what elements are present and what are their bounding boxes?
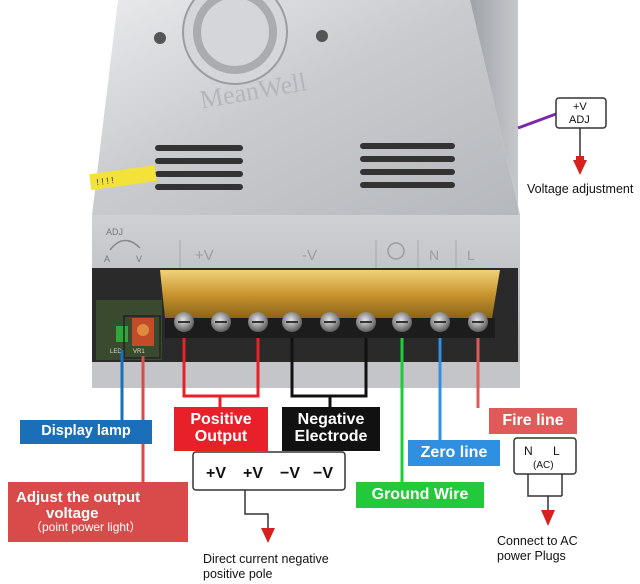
display-lamp-text: Display lamp: [41, 423, 131, 440]
dc-caption-line1: Direct current negative: [203, 552, 329, 566]
ac-diagram-box: [513, 437, 577, 475]
adj-diagram-box: [555, 97, 607, 129]
arrows: [244, 128, 587, 543]
adj-marking-a: A: [104, 254, 110, 264]
adj-marking-v: V: [136, 254, 142, 264]
front-label-pos: +V: [195, 247, 214, 264]
led: [116, 326, 128, 342]
front-label-neg: -V: [302, 247, 317, 264]
adjust-line3: （point power light）: [30, 520, 142, 535]
zero-line-text: Zero line: [420, 443, 488, 461]
ac-caption-line1: Connect to AC: [497, 534, 578, 548]
adjust-line1: Adjust the output: [16, 488, 141, 506]
device-top: ! ! ! ! MeanWell: [89, 0, 520, 215]
dc-term-4: −V: [313, 465, 333, 482]
negative-line2: Electrode: [294, 428, 368, 445]
ac-n: N: [524, 444, 533, 458]
ac-label: (AC): [533, 460, 554, 471]
adj-box-line1: +V: [573, 101, 587, 113]
terminal-block: [160, 270, 500, 338]
device-side: [470, 0, 520, 378]
adj-marking: ADJ: [106, 227, 123, 237]
negative-line1: Negative: [297, 411, 365, 429]
dc-term-3: −V: [280, 465, 300, 482]
dc-diagram-box: [192, 451, 346, 491]
adj-box-line2: ADJ: [569, 114, 590, 126]
positive-line1: Positive: [190, 411, 252, 429]
vr-text: VR1: [133, 349, 145, 355]
ground-wire-label: Ground Wire: [356, 482, 484, 508]
adj-pointer-line: [517, 112, 557, 130]
front-label-n: N: [429, 247, 439, 263]
adjust-voltage-label: Adjust the output voltage （point power l…: [8, 482, 188, 542]
ground-wire-text: Ground Wire: [371, 485, 469, 503]
connector-lines: [120, 338, 480, 482]
ac-l: L: [553, 444, 560, 458]
dc-caption: Direct current negative positive pole: [203, 552, 329, 582]
adjust-line2: voltage: [46, 504, 99, 522]
warning-label: ! ! ! !: [96, 175, 115, 187]
dc-caption-line2: positive pole: [203, 567, 273, 581]
dc-term-2: +V: [243, 465, 263, 482]
led-text: LED: [110, 349, 122, 355]
positive-line2: Output: [194, 428, 248, 445]
ac-caption: Connect to AC power Plugs: [497, 534, 578, 564]
voltage-adjustment-caption: Voltage adjustment: [527, 182, 633, 196]
positive-output-label: Positive Output: [174, 407, 268, 451]
display-lamp-label: Display lamp: [20, 420, 152, 444]
negative-electrode-label: Negative Electrode: [282, 407, 380, 451]
voltage-adjustment-text: Voltage adjustment: [527, 182, 634, 196]
zero-line-label: Zero line: [408, 440, 500, 466]
dc-term-1: +V: [206, 465, 226, 482]
fire-line-text: Fire line: [502, 411, 564, 429]
ac-caption-line2: power Plugs: [497, 549, 566, 563]
front-label-l: L: [467, 247, 475, 263]
fire-line-label: Fire line: [489, 408, 577, 434]
